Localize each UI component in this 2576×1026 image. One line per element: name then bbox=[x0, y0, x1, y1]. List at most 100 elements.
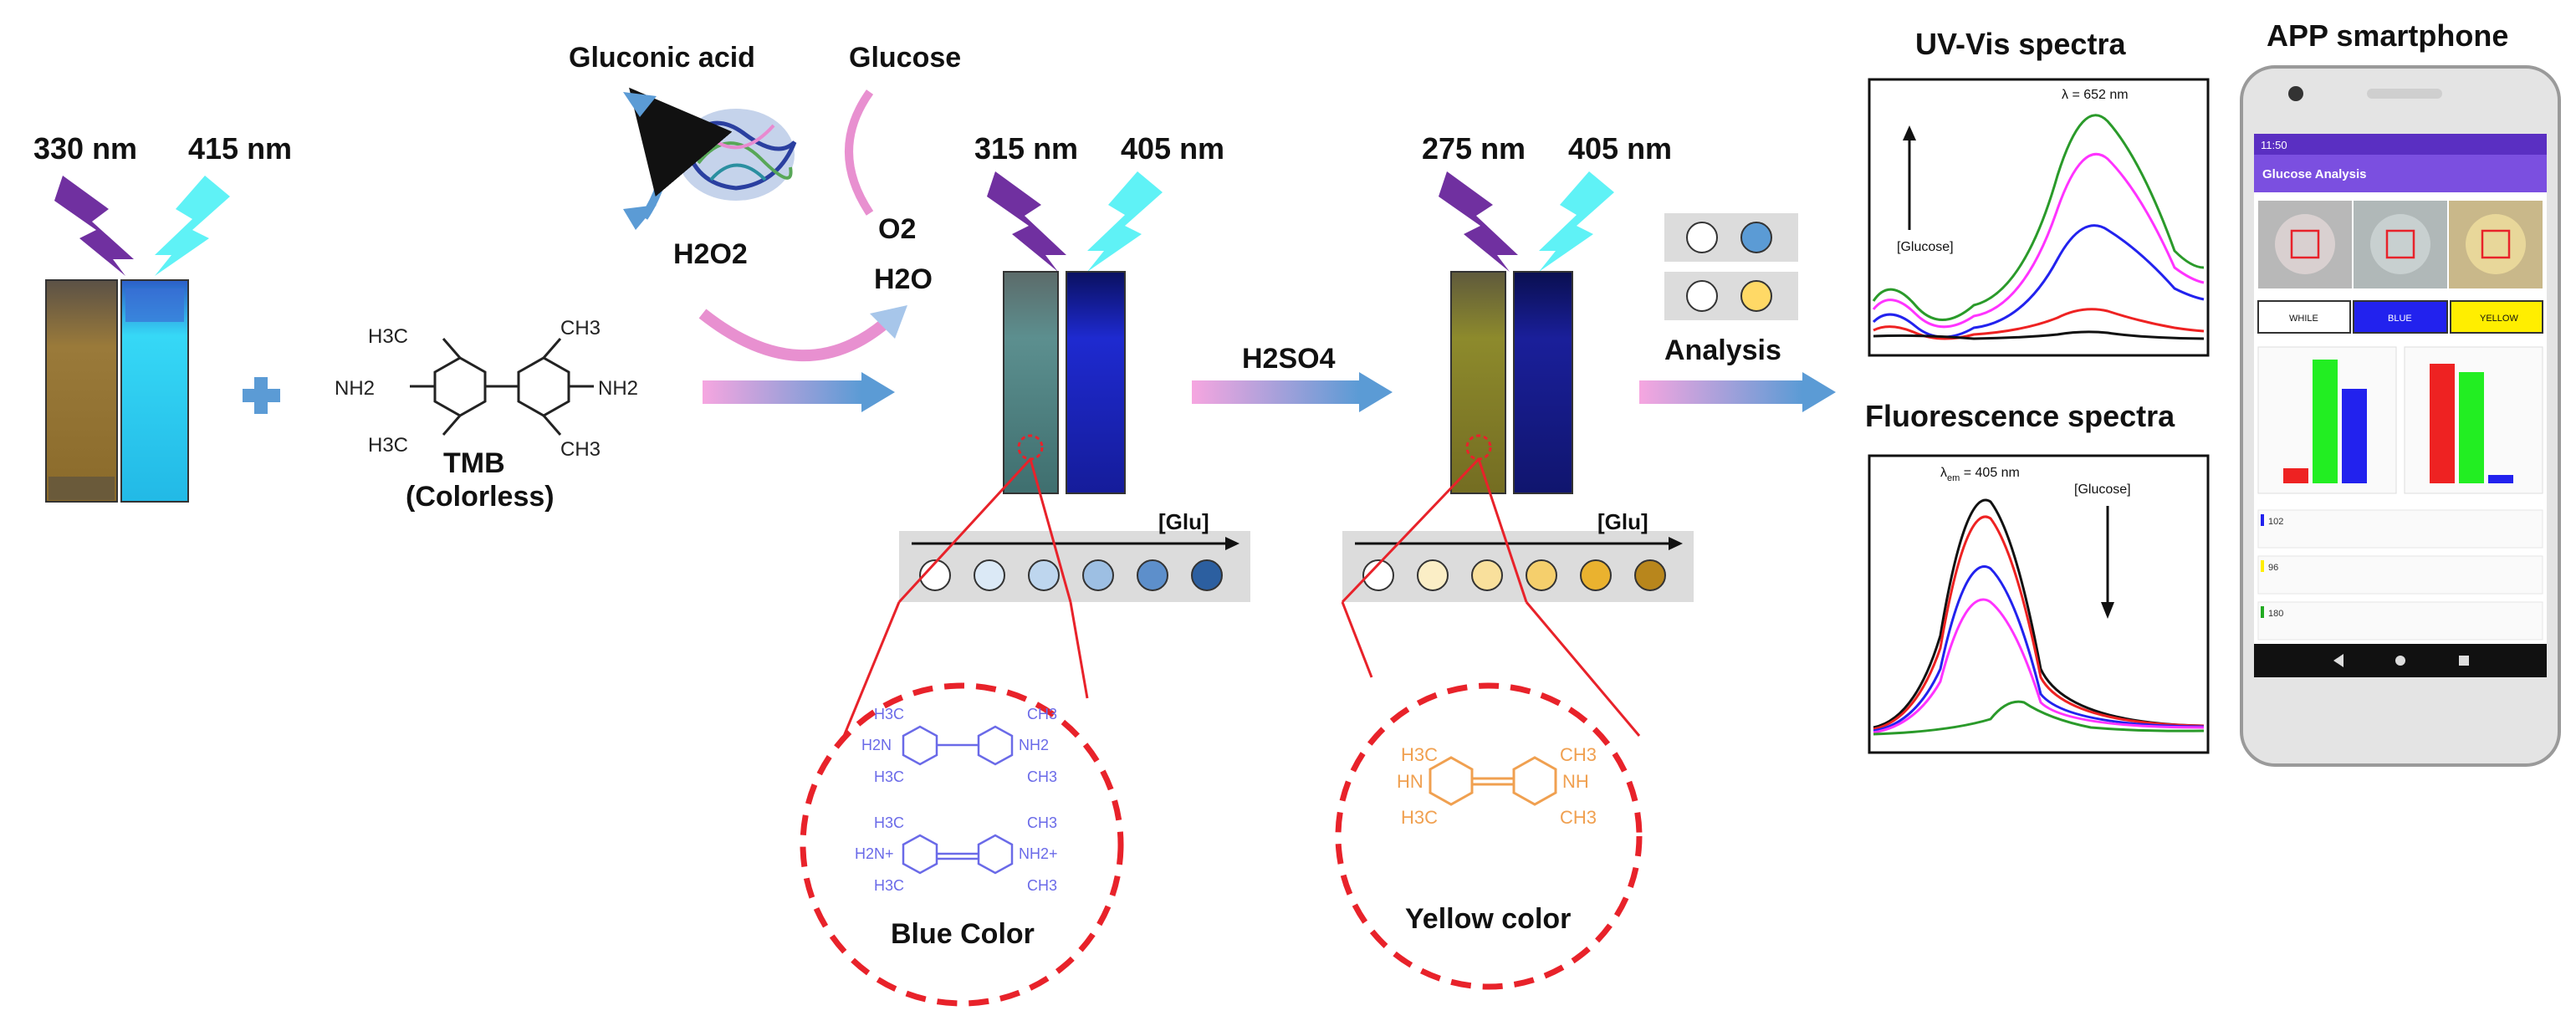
stage2-visible-lightning-icon bbox=[1087, 171, 1163, 272]
blue-chart-bar-blue bbox=[2342, 389, 2367, 483]
stage3-wavelength-left: 275 nm bbox=[1422, 131, 1526, 166]
phone-row-3[interactable] bbox=[2257, 601, 2543, 641]
stage2-zoom-line-down-left bbox=[839, 601, 901, 745]
stage3-scale-circle-1 bbox=[1362, 559, 1394, 591]
tmb-description: (Colorless) bbox=[406, 481, 555, 513]
stage3-zoom-line-down-right bbox=[1525, 601, 1641, 737]
blue-label-ch3-4: CH3 bbox=[1027, 877, 1057, 894]
stage3-color-circles bbox=[1362, 559, 1666, 591]
stage2-zoom-line-down-right bbox=[1069, 601, 1089, 699]
uvvis-increase-arrowhead bbox=[1903, 125, 1916, 140]
stage2-scale-circle-3 bbox=[1028, 559, 1060, 591]
gluconic-arrow-head bbox=[623, 92, 657, 117]
stage3-zoom-circle bbox=[1335, 682, 1643, 990]
row-3-marker bbox=[2261, 606, 2264, 618]
stage2-scale-circle-1 bbox=[919, 559, 951, 591]
tmb-label-ch3-top: CH3 bbox=[560, 317, 601, 339]
row-1-marker bbox=[2261, 514, 2264, 526]
gluconic-out-arrow bbox=[629, 87, 733, 220]
stage3-group: 275 nm 405 nm [Glu] H3C HN H3C CH3 bbox=[1335, 131, 1694, 990]
phone-camera-icon bbox=[2288, 86, 2303, 101]
cuvette-teal bbox=[1003, 271, 1059, 494]
stage1-wavelength-right: 415 nm bbox=[188, 131, 292, 166]
yellow-chart-bar-red bbox=[2430, 364, 2455, 483]
tmb-name: TMB bbox=[443, 447, 505, 479]
stage2-zoom-line-left bbox=[897, 457, 1032, 604]
blue-structure-2 bbox=[902, 834, 1014, 875]
uvvis-panel: UV-Vis spectra λ = 652 nm [Glucose] bbox=[1868, 27, 2210, 357]
blue-label-ch3-1: CH3 bbox=[1027, 706, 1057, 722]
nav-home-icon[interactable] bbox=[2395, 656, 2405, 666]
row-2-value: 96 bbox=[2268, 563, 2278, 573]
stage3-zoom-line-right bbox=[1477, 458, 1528, 603]
blue-mode-button[interactable] bbox=[2353, 300, 2448, 334]
yellow-mode-button[interactable] bbox=[2450, 300, 2543, 334]
uvvis-plot-frame bbox=[1868, 78, 2210, 357]
fluorescence-panel: Fluorescence spectra λem = 405 nm [Gluco… bbox=[1865, 399, 2210, 754]
phone-title: APP smartphone bbox=[2267, 18, 2508, 53]
h2o-label: H2O bbox=[874, 263, 933, 295]
stage3-uv-lightning-icon bbox=[1439, 171, 1518, 272]
glucose-in-arrow bbox=[845, 89, 874, 216]
yellow-chart-bar-green bbox=[2459, 372, 2484, 483]
cuvette-cyan bbox=[120, 279, 189, 503]
blue-label-h3c-1: H3C bbox=[874, 706, 904, 722]
phone-app-header bbox=[2254, 155, 2547, 192]
acid-step: H2SO4 bbox=[1192, 343, 1393, 412]
stage2-uv-lightning-icon bbox=[987, 171, 1066, 272]
photo-sample-2-spot bbox=[2370, 214, 2430, 274]
phone-row-1[interactable] bbox=[2257, 509, 2543, 549]
photo-sample-1-spot bbox=[2275, 214, 2335, 274]
acid-arrow bbox=[1192, 380, 1359, 404]
phone-row-2[interactable] bbox=[2257, 555, 2543, 595]
glucose-label: Glucose bbox=[849, 42, 961, 74]
nav-back-icon[interactable] bbox=[2333, 654, 2343, 667]
uvvis-annotation: λ = 652 nm bbox=[2062, 88, 2129, 102]
stage2-scale-arrowhead bbox=[1225, 537, 1239, 550]
stage1-group: 330 nm 415 nm bbox=[33, 131, 638, 513]
yellow-mode-label: YELLOW bbox=[2480, 314, 2518, 324]
uvvis-curves bbox=[1872, 114, 2205, 340]
main-arrow-1 bbox=[703, 380, 861, 404]
white-mode-label: WHILE bbox=[2289, 314, 2318, 324]
blue-structure-1 bbox=[902, 725, 1014, 766]
h2o2-label: H2O2 bbox=[673, 238, 748, 270]
yellow-label-h3c-1: H3C bbox=[1401, 744, 1438, 765]
blue-label-h2n-1: H2N bbox=[861, 737, 892, 753]
white-mode-button[interactable] bbox=[2257, 300, 2351, 334]
phone-app-title: Glucose Analysis bbox=[2262, 167, 2367, 181]
cuvette-deep-blue bbox=[1066, 271, 1126, 494]
phone-status-time: 11:50 bbox=[2261, 139, 2287, 151]
nav-recents-icon[interactable] bbox=[2459, 656, 2469, 666]
acid-arrow-head bbox=[1359, 372, 1393, 412]
cuvette-olive bbox=[1450, 271, 1506, 494]
legend-white-circle-2 bbox=[1686, 280, 1718, 312]
blue-label-ch3-3: CH3 bbox=[1027, 814, 1057, 831]
yellow-label-hn: HN bbox=[1397, 771, 1423, 792]
photo-sample-2-roi bbox=[2385, 229, 2415, 259]
stage2-glu-label: [Glu] bbox=[1158, 509, 1209, 534]
stage3-scale-circle-4 bbox=[1526, 559, 1557, 591]
stage3-glu-label: [Glu] bbox=[1597, 509, 1648, 534]
stage3-scale-circle-6 bbox=[1634, 559, 1666, 591]
yellow-label-nh: NH bbox=[1562, 771, 1589, 792]
blue-label-ch3-2: CH3 bbox=[1027, 768, 1057, 785]
swoop-arrow-head bbox=[870, 305, 907, 339]
blue-chart-bar-red bbox=[2283, 468, 2308, 483]
stage3-scale-circle-3 bbox=[1471, 559, 1503, 591]
yellow-label-ch3-1: CH3 bbox=[1560, 744, 1597, 765]
uvvis-title: UV-Vis spectra bbox=[1915, 27, 2126, 61]
fluorescence-title: Fluorescence spectra bbox=[1865, 399, 2175, 433]
row-1-value: 102 bbox=[2268, 517, 2283, 527]
stage2-scale-circle-6 bbox=[1191, 559, 1223, 591]
analysis-arrow-head bbox=[1802, 372, 1836, 412]
blue-label-nh2-1: NH2 bbox=[1019, 737, 1049, 753]
tmb-label-h3c-bottom: H3C bbox=[368, 434, 408, 457]
visible-lightning-icon bbox=[155, 176, 230, 276]
stage2-scale-circle-5 bbox=[1137, 559, 1168, 591]
stage2-wavelength-left: 315 nm bbox=[974, 131, 1078, 166]
h2o2-arrow-head bbox=[623, 205, 657, 230]
phone-status-bar bbox=[2254, 134, 2547, 155]
analysis-legend-top bbox=[1664, 213, 1798, 262]
o2-label: O2 bbox=[878, 213, 916, 245]
